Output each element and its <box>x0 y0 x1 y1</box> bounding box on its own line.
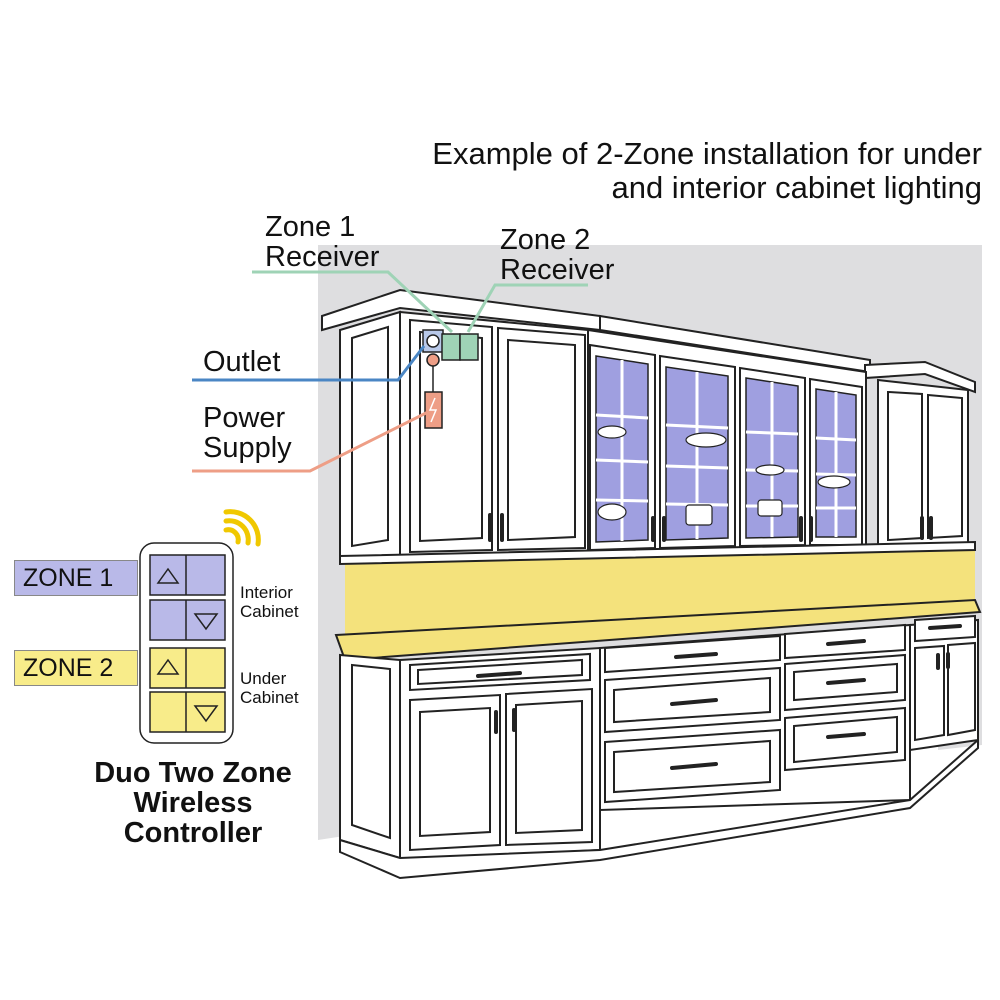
zone2-receiver-line <box>466 283 588 333</box>
zone2-down-arrow-icon <box>193 705 219 723</box>
wireless-signal-icon <box>223 509 261 547</box>
title-line-2: and interior cabinet lighting <box>611 170 982 205</box>
lower-handles <box>476 624 962 770</box>
zone1-receiver-label: Zone 1 Receiver <box>265 211 380 273</box>
zone2-up-arrow-icon <box>156 658 180 675</box>
receivers-and-outlet <box>422 329 479 429</box>
countertop <box>334 598 982 662</box>
zone1-description: Interior Cabinet <box>240 583 299 621</box>
controller-title: Duo Two Zone Wireless Controller <box>94 757 292 849</box>
controller-arrows <box>156 567 219 723</box>
power-supply-label: Power Supply <box>203 402 292 464</box>
under-cabinet-light-zone <box>345 545 975 640</box>
zone2-tag: ZONE 2 <box>14 650 138 686</box>
outlet-label: Outlet <box>203 346 281 378</box>
outlet-line <box>192 345 426 382</box>
power-supply-line <box>192 410 429 473</box>
wireless-controller <box>139 542 234 744</box>
zone1-tag: ZONE 1 <box>14 560 138 596</box>
upper-handles <box>488 513 933 542</box>
zone1-receiver-line <box>252 270 454 334</box>
zone1-down-arrow-icon <box>193 613 219 631</box>
zone2-receiver-label: Zone 2 Receiver <box>500 224 615 286</box>
dishes <box>597 425 851 526</box>
zone1-up-arrow-icon <box>156 567 180 584</box>
title-line-1: Example of 2-Zone installation for under <box>432 136 982 171</box>
lower-cabinets <box>339 614 979 880</box>
zone2-description: Under Cabinet <box>240 669 299 707</box>
